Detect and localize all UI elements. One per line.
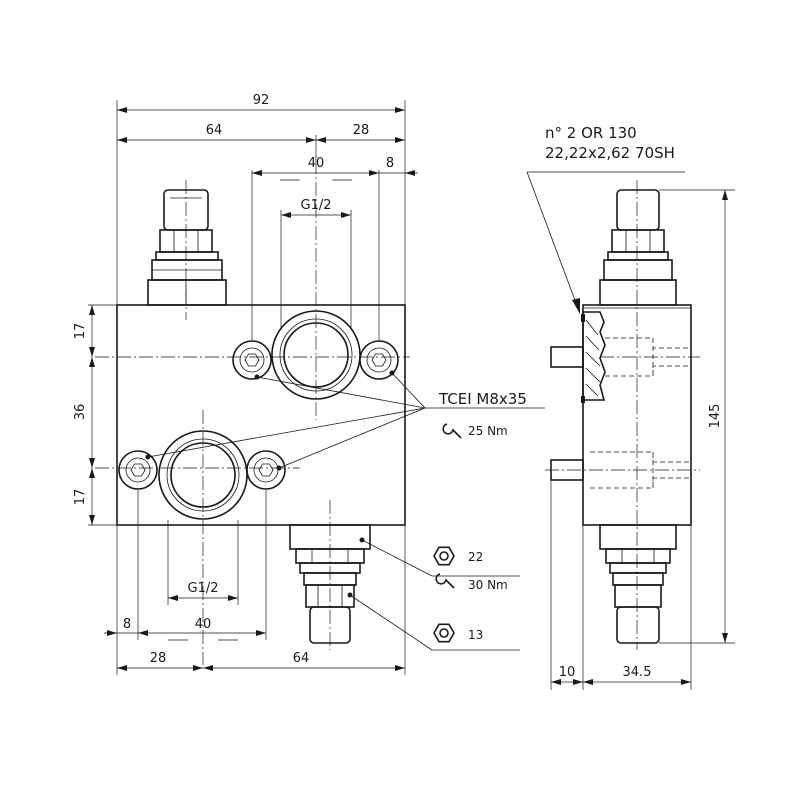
dim-overall-width: 92: [253, 93, 270, 108]
dim-bottom-right-part: 64: [293, 651, 310, 666]
dim-lower-port-spacing: 40: [195, 617, 212, 632]
hex-nut-icon: [433, 623, 455, 643]
dim-right-part: 28: [353, 123, 370, 138]
valve-block-body: [116, 304, 406, 526]
dim-left-middle-height: 36: [73, 404, 88, 421]
screw-callout: TCEI M8x35: [438, 390, 527, 408]
side-view: [545, 180, 700, 650]
dim-lower-port-thread: G1/2: [188, 581, 219, 596]
callouts: TCEI M8x35 25 Nm 22 30 Nm 13 n° 2 OR 130…: [147, 124, 685, 651]
oring-callout-line2: 22,22x2,62 70SH: [545, 144, 675, 162]
nut-size: 22: [468, 550, 483, 564]
wrench-icon: [435, 573, 455, 589]
front-view: [95, 160, 410, 665]
dim-side-height: 145: [708, 404, 723, 429]
locknut-size: 13: [468, 628, 483, 642]
dim-lower-edge-offset: 8: [123, 617, 131, 632]
top-cartridge: [147, 189, 227, 306]
lower-port: [118, 430, 286, 520]
dim-side-offset: 10: [559, 665, 576, 680]
side-dimensions: 145 10 34.5: [550, 189, 735, 690]
screw-torque: 25 Nm: [468, 424, 508, 438]
dim-upper-port-thread: G1/2: [301, 198, 332, 213]
oring-callout-line1: n° 2 OR 130: [545, 124, 637, 142]
dim-left-bottom-height: 17: [73, 489, 88, 506]
dim-side-depth: 34.5: [623, 665, 652, 680]
dim-left-top-height: 17: [73, 323, 88, 340]
dim-left-part: 64: [206, 123, 223, 138]
dim-upper-edge-offset: 8: [386, 156, 394, 171]
wrench-icon: [442, 423, 462, 439]
hex-nut-icon: [433, 546, 455, 566]
front-dimensions: 92 64 28 40 8 G1/2 17 36 17: [73, 93, 418, 675]
dim-upper-port-spacing: 40: [308, 156, 325, 171]
upper-port: [232, 310, 399, 400]
nut-torque: 30 Nm: [468, 578, 508, 592]
dim-bottom-left-part: 28: [150, 651, 167, 666]
